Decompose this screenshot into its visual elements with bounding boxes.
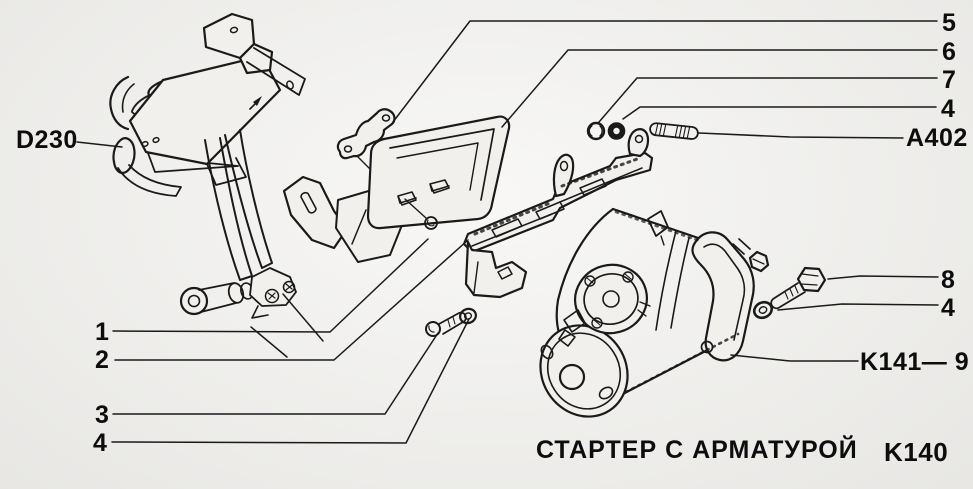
leader-7 — [598, 77, 938, 123]
pedal-bracket-assembly-drawing — [109, 12, 403, 319]
leader-1 — [112, 238, 429, 333]
leader-4-right — [777, 303, 939, 311]
leader-8 — [827, 275, 939, 280]
callout-4-right: 4 — [941, 294, 956, 322]
stud-a402-drawing — [649, 122, 699, 140]
callout-2: 2 — [95, 346, 110, 374]
callout-4-top: 4 — [941, 95, 956, 123]
washer-item4-right-drawing — [752, 300, 774, 320]
starter-motor-drawing — [539, 207, 770, 418]
heat-shield-plate-drawing — [366, 115, 511, 230]
leader-4-top — [622, 106, 937, 120]
callout-4-bottom: 4 — [93, 429, 108, 457]
callout-8: 8 — [941, 266, 956, 294]
figure-page-code: K140 — [884, 437, 949, 467]
leader-3 — [112, 332, 439, 415]
leader-lines — [76, 20, 939, 444]
figure-caption: СТАРТЕР С АРМАТУРОЙ — [536, 436, 858, 464]
callout-5: 5 — [942, 9, 957, 37]
nut-item7-drawing — [586, 121, 606, 141]
callout-7: 7 — [942, 66, 957, 94]
leader-6 — [501, 49, 938, 128]
callout-6: 6 — [942, 38, 957, 66]
washer-item4-top-drawing — [607, 122, 626, 140]
callout-a402: A402 — [906, 124, 968, 152]
leader-2 — [114, 239, 469, 361]
leader-stub-2 — [250, 326, 288, 358]
leader-k141-9 — [730, 354, 859, 362]
leader-4-bottom — [111, 318, 470, 444]
callout-k141-9: K141— 9 — [860, 348, 970, 376]
leader-stub-1 — [282, 293, 324, 342]
callout-3: 3 — [95, 401, 110, 429]
leader-5 — [392, 20, 938, 123]
mounting-bracket-drawing — [462, 128, 654, 299]
leader-a402 — [698, 132, 904, 139]
callout-1: 1 — [95, 318, 110, 346]
bolt-item8-drawing — [770, 266, 827, 310]
callout-d230: D230 — [16, 126, 78, 154]
leader-d230 — [76, 141, 123, 148]
